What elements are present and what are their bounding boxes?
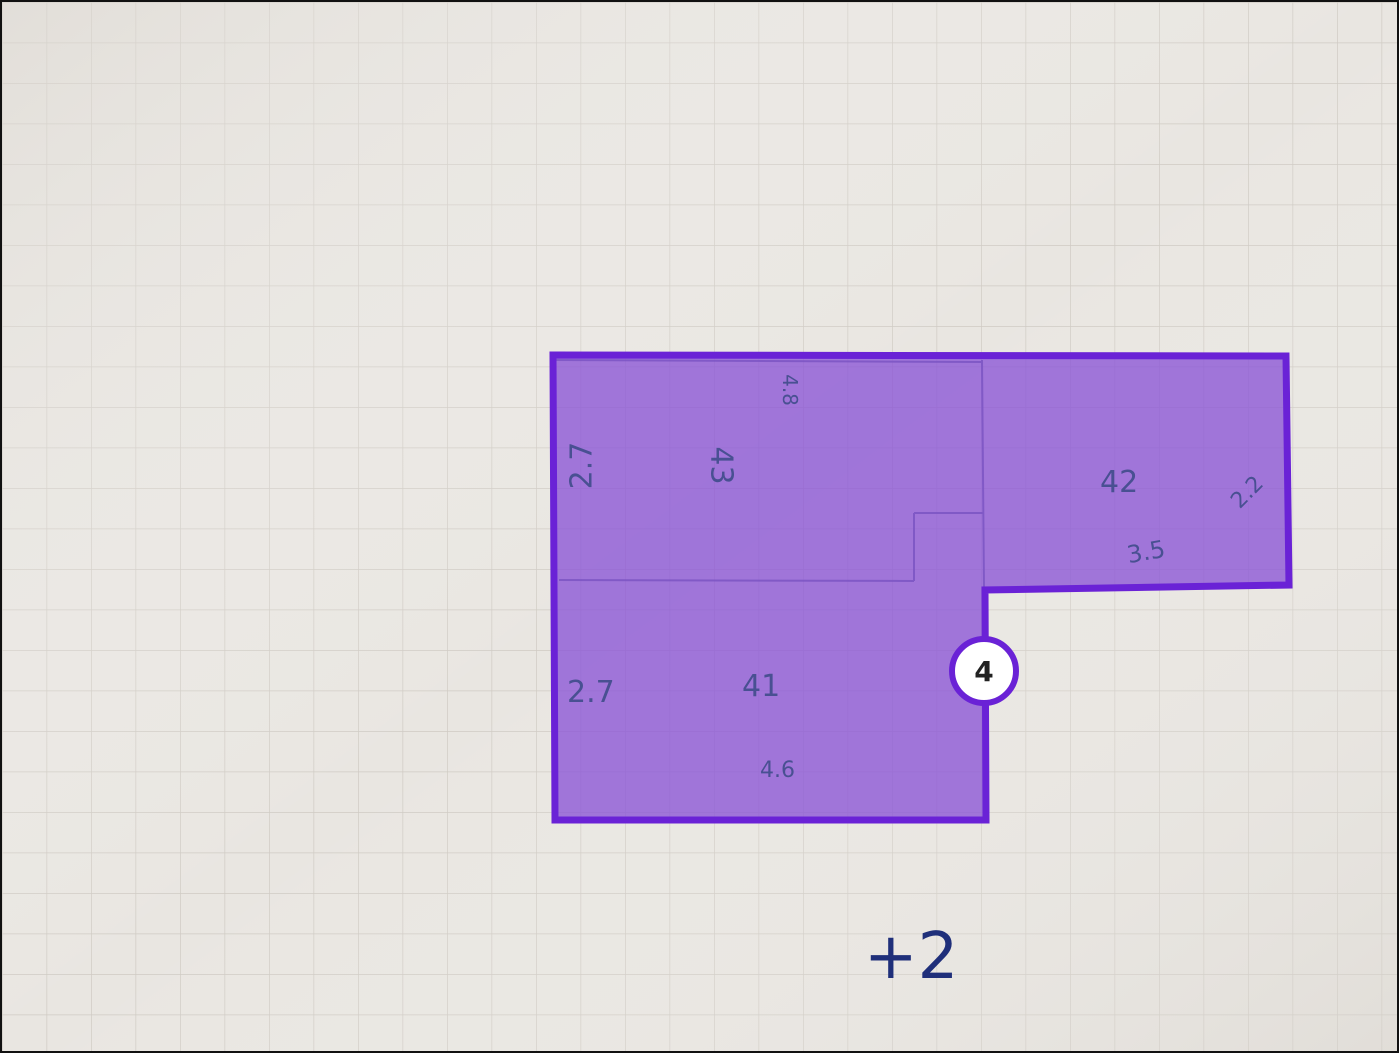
room-41-label: 41: [742, 669, 781, 704]
room-43-width-label: 4.8: [777, 374, 802, 406]
room-43-label: 43: [703, 446, 739, 485]
room-43-height-label: 2.7: [564, 441, 600, 490]
room-42-label: 42: [1100, 465, 1139, 500]
room-annotation-polygon[interactable]: [549, 351, 1293, 824]
badge-number: 4: [974, 654, 994, 688]
floor-label: +2: [864, 920, 959, 994]
annotation-number-badge[interactable]: 4: [949, 636, 1019, 706]
room-41-width-label: 4.6: [760, 758, 795, 783]
room-41-height-label: 2.7: [567, 675, 615, 710]
